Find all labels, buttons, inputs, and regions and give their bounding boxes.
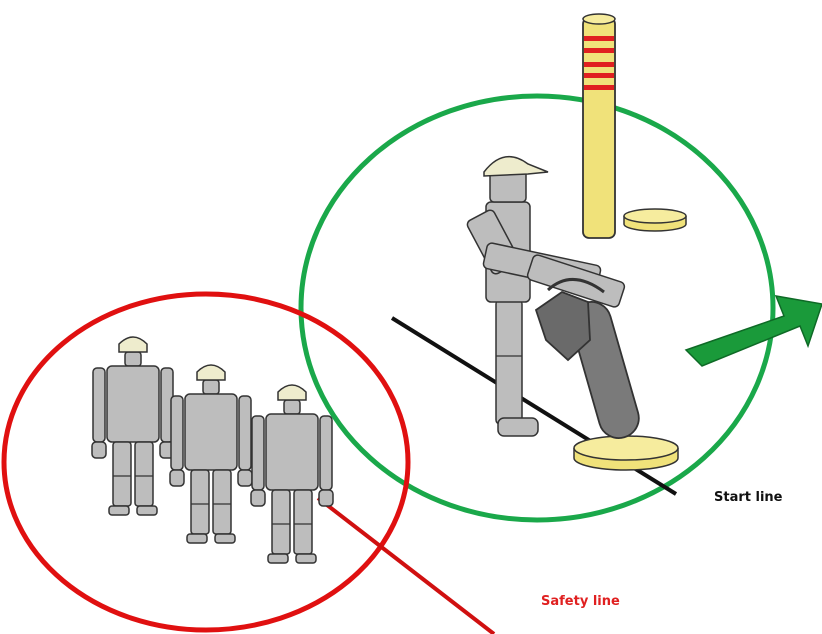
start-line-label: Start line bbox=[714, 490, 783, 505]
standing-log bbox=[583, 14, 615, 238]
chainsaw-operator bbox=[466, 157, 644, 443]
safety-line-label: Safety line bbox=[541, 594, 620, 609]
direction-arrow-icon bbox=[686, 296, 822, 366]
waiting-worker-3 bbox=[251, 385, 333, 563]
waiting-worker-1 bbox=[92, 337, 174, 515]
waiting-worker-2 bbox=[170, 365, 252, 543]
safety-line bbox=[318, 498, 494, 634]
log-disc-small bbox=[624, 209, 686, 231]
working-zone-circle bbox=[301, 96, 773, 520]
log-disc-large bbox=[574, 436, 678, 470]
